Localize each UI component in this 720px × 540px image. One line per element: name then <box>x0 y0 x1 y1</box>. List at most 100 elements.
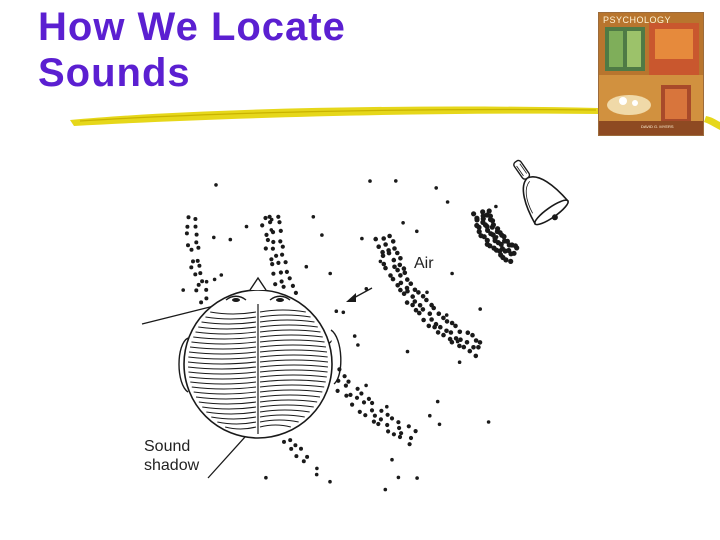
air-dot <box>212 277 217 282</box>
hair-line <box>259 394 321 398</box>
wave-dot <box>204 287 209 292</box>
wave-dot <box>370 400 375 406</box>
air-dot <box>405 349 410 354</box>
wave-dot <box>363 413 368 418</box>
wave-dot <box>398 287 403 293</box>
air-dot <box>314 472 319 477</box>
air-dot <box>435 399 440 404</box>
wave-dot <box>194 232 199 237</box>
wave-dot <box>376 421 381 427</box>
hair-line <box>259 334 323 338</box>
wave-dot <box>486 208 492 214</box>
wave-dot <box>392 264 397 270</box>
wave-dot <box>369 408 375 413</box>
wave-dot <box>277 220 282 225</box>
wave-dot <box>457 343 462 349</box>
wave-dot <box>185 224 190 229</box>
cover-painting <box>599 13 703 135</box>
hair-line <box>205 316 257 320</box>
wave-dot <box>480 213 486 219</box>
air-dot <box>425 290 429 295</box>
wave-dot <box>396 420 401 425</box>
air-dot <box>444 313 449 317</box>
hair-line <box>189 376 257 380</box>
wave-dot <box>399 431 404 436</box>
wave-dot <box>189 265 194 270</box>
wave-dot <box>280 244 285 249</box>
air-dot <box>450 271 454 276</box>
wave-dot <box>502 238 508 244</box>
hair-line <box>259 339 325 343</box>
wave-dot <box>260 223 265 228</box>
wave-dot <box>388 273 393 278</box>
hair-line <box>259 409 310 413</box>
hair-line <box>259 414 305 418</box>
wave-dot <box>263 246 268 251</box>
wave-dot <box>344 393 349 398</box>
wave-dot <box>290 283 295 288</box>
wave-dot <box>287 276 292 281</box>
air-dot <box>219 273 224 277</box>
hair-line <box>195 331 257 335</box>
hair-line <box>259 319 315 323</box>
wave-dot <box>379 408 384 413</box>
wave-dot <box>429 317 434 322</box>
wave-dot <box>343 383 348 388</box>
wave-dot <box>508 258 514 264</box>
wave-dot <box>408 281 414 287</box>
wave-dot <box>395 250 400 256</box>
wave-dot <box>354 395 360 400</box>
wave-dot <box>458 337 463 343</box>
wave-dot <box>473 353 479 359</box>
wave-dot <box>406 424 411 429</box>
air-dot <box>434 186 439 190</box>
wave-dot <box>410 302 415 308</box>
hair-line <box>187 361 257 365</box>
air-dot <box>385 404 389 409</box>
wave-dot <box>453 336 459 341</box>
wave-dot <box>200 279 205 284</box>
air-dot <box>396 475 401 480</box>
air-dot <box>356 343 360 347</box>
wave-dot <box>471 211 477 217</box>
hair-line <box>206 411 257 415</box>
hair-line <box>259 364 329 368</box>
nose <box>249 276 267 291</box>
wave-dot <box>471 345 476 350</box>
wave-dot <box>342 374 347 379</box>
wave-dot <box>189 247 194 252</box>
wave-dot <box>288 438 293 443</box>
wave-dot <box>484 241 490 247</box>
wave-dot <box>444 328 449 334</box>
wave-dot <box>389 416 395 421</box>
air-dot <box>264 475 268 480</box>
wave-dot <box>380 253 386 259</box>
wave-dot <box>476 229 482 235</box>
wave-dot <box>398 273 403 278</box>
air-dot <box>457 360 462 365</box>
wave-dot <box>372 413 377 418</box>
wave-dot <box>378 417 383 422</box>
wave-dot <box>490 222 496 228</box>
wave-dot <box>196 282 201 287</box>
hair-line <box>187 366 257 370</box>
air-dot <box>494 235 499 239</box>
wave-dot <box>464 340 470 345</box>
wave-dot <box>421 317 426 323</box>
wave-dot <box>401 291 407 297</box>
air-dot <box>212 235 216 240</box>
hair-line <box>259 399 318 403</box>
air-dot <box>328 479 332 484</box>
hair-line <box>202 406 257 410</box>
wave-dot <box>386 429 391 434</box>
wave-dot <box>402 270 408 276</box>
wave-dot <box>380 249 385 255</box>
wave-dot <box>186 243 190 248</box>
wave-dot <box>376 244 382 249</box>
wave-dot <box>284 269 289 274</box>
wave-dot <box>279 279 284 284</box>
hair-line <box>191 341 257 345</box>
wave-dot <box>194 288 199 293</box>
air-dot <box>364 287 369 291</box>
wave-dot <box>289 446 294 451</box>
